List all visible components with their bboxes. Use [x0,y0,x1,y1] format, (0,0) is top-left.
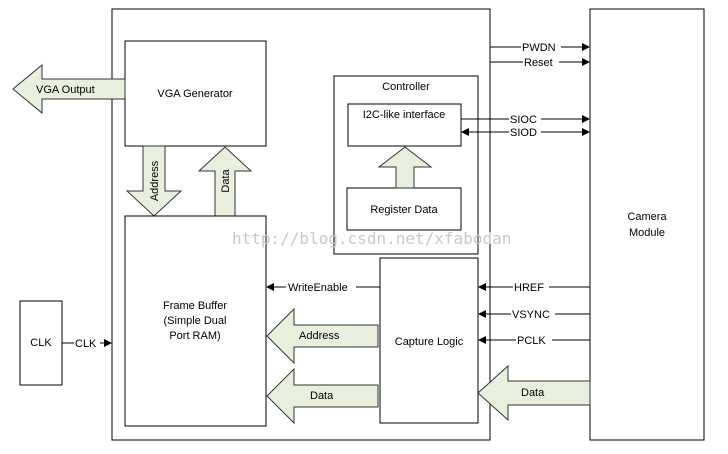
reset-label-bg [523,55,559,68]
href-label: HREF [514,282,544,294]
data-up-arrow [197,146,253,217]
vsync-label-bg [511,307,555,320]
frame-buffer-label-line2: (Simple Dual [164,315,227,327]
address-left-label: Address [299,330,340,342]
vga-output-label: VGA Output [36,84,95,96]
watermark-text: http://blog.csdn.net/xfabodan [232,229,511,248]
capture-logic-label: Capture Logic [395,336,464,348]
camera-module-label-line1: Camera [627,211,667,223]
pclk-label-bg [516,333,552,346]
vga-generator-block [124,40,267,147]
clk-arrowhead [104,339,112,347]
href-label-bg [513,280,549,293]
sioc-label: SIOC [510,114,537,126]
capture-logic-block [379,257,479,424]
href-arrowhead [478,283,486,291]
data-left-label: Data [310,390,334,402]
address-down-label: Address [149,160,161,201]
sioc-label-bg [509,112,541,125]
register-data-block [346,187,462,231]
clk-wire-label: CLK [75,338,97,350]
siod-label-bg [509,125,541,138]
clk-wire-label-bg [74,336,100,349]
address-down-arrow [125,145,183,217]
data-camera-label: Data [521,387,545,399]
sioc-arrowhead [582,115,590,123]
register-to-i2c-arrow [377,146,433,189]
controller-label: Controller [382,81,430,93]
address-left-arrow [266,307,379,365]
write-enable-label: WriteEnable [288,282,348,294]
vsync-arrowhead [478,310,486,318]
frame-buffer-label-line1: Frame Buffer [163,300,227,312]
i2c-interface-label: I2C-like interface [363,109,446,121]
data-left-arrow [266,367,379,425]
siod-arrowhead-right [582,128,590,136]
register-data-label: Register Data [370,204,438,216]
siod-label: SIOD [510,127,537,139]
pclk-arrowhead [478,336,486,344]
camera-module-label-line2: Module [629,227,665,239]
frame-buffer-block [124,215,267,427]
i2c-interface-block [347,103,462,147]
data-camera-arrow [477,364,591,422]
vga-output-arrow [12,63,126,115]
camera-module-block [589,8,705,441]
data-up-label: Data [220,169,232,193]
pwdn-label-bg [521,40,561,53]
vga-generator-label: VGA Generator [157,88,233,100]
clk-block-label: CLK [30,337,52,349]
write-enable-arrowhead [266,283,274,291]
pwdn-label: PWDN [522,42,556,54]
siod-arrowhead-left [461,128,469,136]
reset-label: Reset [524,57,553,69]
clk-block [19,300,63,386]
reset-arrowhead [582,58,590,66]
frame-buffer-label-line3: Port RAM) [169,330,220,342]
write-enable-label-bg [286,279,356,293]
vsync-label: VSYNC [512,309,550,321]
pwdn-arrowhead [582,43,590,51]
pclk-label: PCLK [517,335,546,347]
